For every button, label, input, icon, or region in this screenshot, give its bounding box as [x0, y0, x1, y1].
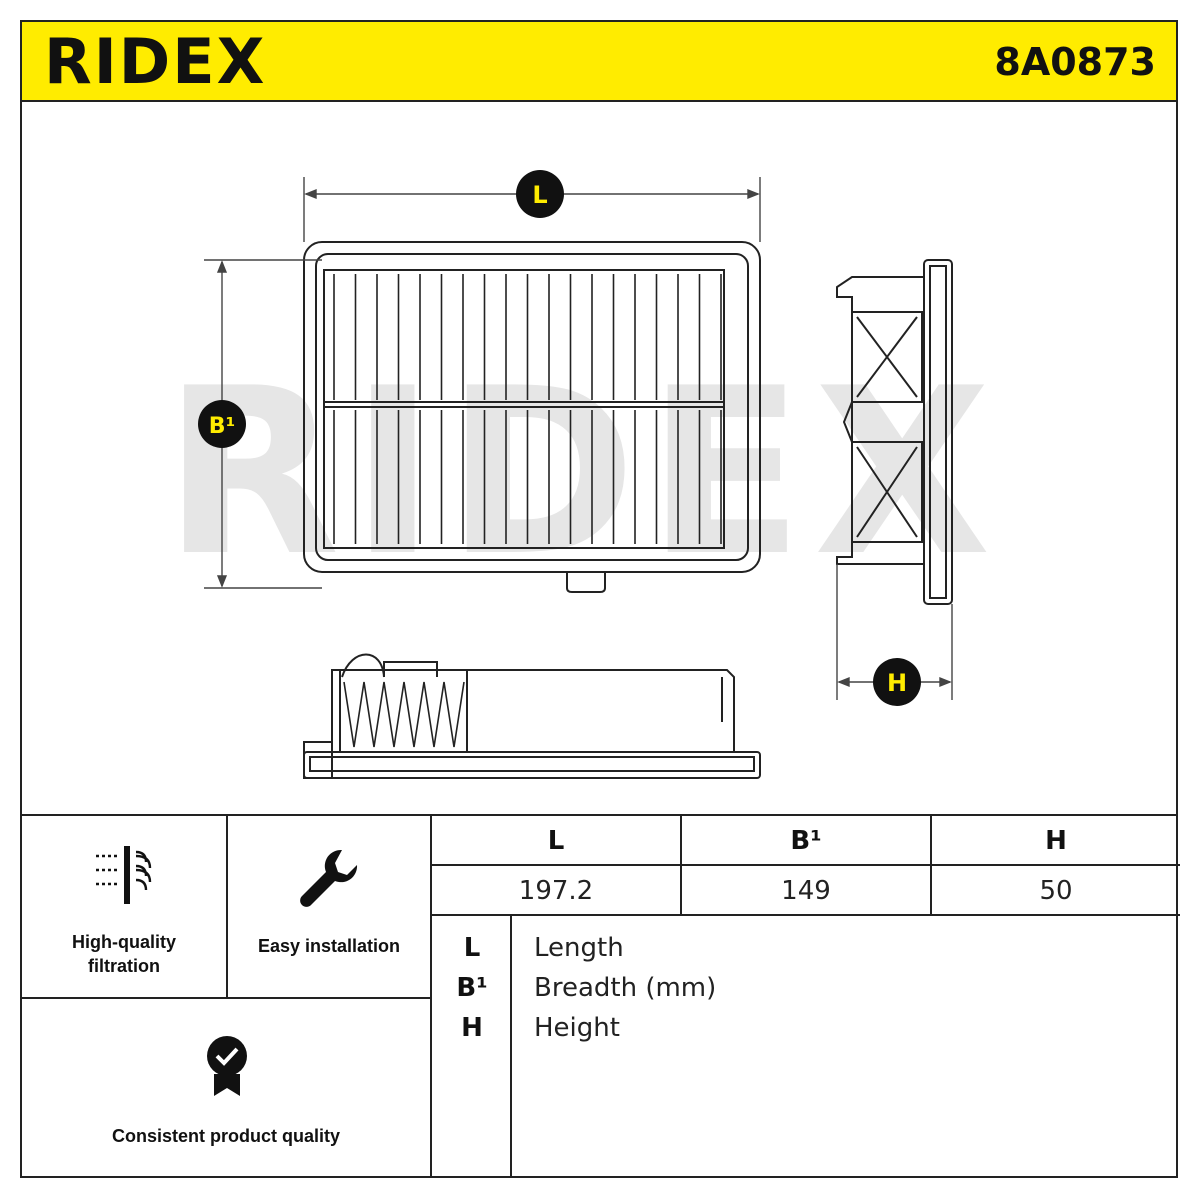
product-sheet: RIDEX 8A0873 RIDEX L — [20, 20, 1180, 1178]
table-value-l: 197.2 — [518, 876, 594, 906]
table-col-line-1 — [680, 814, 682, 916]
table-value-b: 149 — [781, 876, 831, 906]
feature-installation — [294, 844, 364, 919]
feature-filtration — [88, 840, 168, 915]
feature-quality-label: Consistent product quality — [111, 1126, 340, 1146]
filter-pleats — [333, 274, 722, 544]
legend-text-b: Breadth (mm) — [534, 973, 717, 1003]
label-h: H — [887, 669, 907, 697]
table-col-line-2 — [930, 814, 932, 916]
legend-symbol-h: H — [461, 1013, 483, 1043]
divider-features — [430, 814, 432, 1178]
wrench-icon — [300, 849, 358, 907]
front-pleat-zigzag — [343, 681, 465, 748]
divider-main — [22, 814, 1176, 816]
filter-top-view — [303, 241, 761, 593]
label-h-badge — [873, 658, 921, 706]
feature-filtration-line1: High-quality — [72, 932, 176, 952]
label-b: B¹ — [209, 414, 235, 439]
technical-drawing: RIDEX L B¹ — [163, 170, 1001, 779]
front-view-pleats — [343, 681, 465, 748]
filter-front-view — [303, 653, 761, 779]
table-bottom-line — [432, 914, 1180, 916]
legend-text-l: Length — [534, 933, 624, 963]
table-header-line — [432, 864, 1180, 866]
part-number: 8A0873 — [994, 40, 1156, 84]
table-value-h: 50 — [1039, 876, 1073, 906]
feature-filtration-label: High-quality filtration — [22, 930, 226, 978]
legend-text-h: Height — [534, 1013, 620, 1043]
brand-logo: RIDEX — [44, 25, 267, 98]
table-header-l: L — [547, 826, 565, 856]
table-header-b: B¹ — [790, 826, 822, 856]
legend-symbol-b: B¹ — [456, 973, 488, 1003]
header-bar: RIDEX 8A0873 — [22, 22, 1176, 102]
feature-filtration-line2: filtration — [88, 956, 160, 976]
divider-feature-pair — [226, 814, 228, 998]
legend-col-line — [510, 916, 512, 1178]
filter-side-view — [836, 259, 953, 605]
label-l-badge — [516, 170, 564, 218]
divider-feature-row — [22, 997, 432, 999]
watermark: RIDEX — [163, 340, 1001, 607]
legend-symbol-l: L — [463, 933, 481, 963]
label-l: L — [532, 181, 547, 209]
quality-badge-icon — [207, 1036, 247, 1096]
feature-quality — [202, 1034, 252, 1109]
feature-installation-label: Easy installation — [257, 936, 401, 956]
label-b-badge — [198, 400, 246, 448]
filtration-icon — [96, 846, 152, 904]
table-header-h: H — [1045, 826, 1067, 856]
